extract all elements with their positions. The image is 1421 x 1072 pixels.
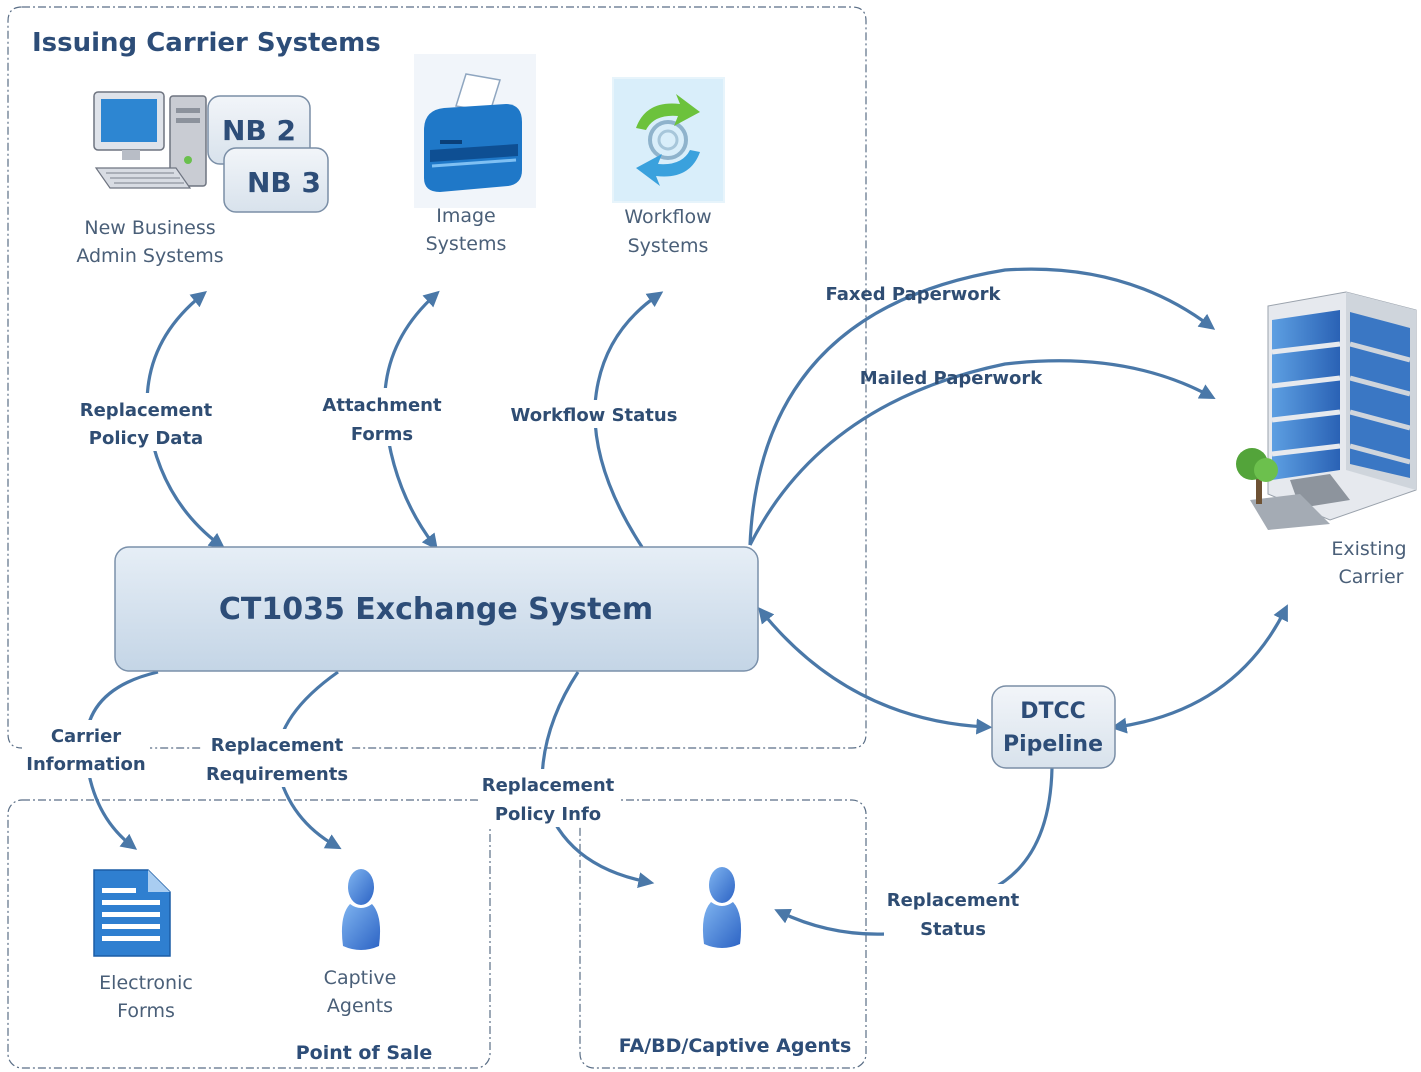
workflow-label-2: Systems	[628, 235, 709, 257]
workflow-label-1: Workflow	[624, 206, 711, 228]
image-label-2: Systems	[426, 233, 507, 255]
replacement-policy-info-label-2: Policy Info	[495, 804, 601, 825]
electronic-forms-label-1: Electronic	[99, 972, 193, 994]
dtcc-pipeline-box: DTCC Pipeline	[991, 685, 1116, 769]
nb3-box: NB 3	[223, 147, 329, 213]
issuing-carrier-region	[7, 6, 867, 749]
workflow-status-label: Workflow Status	[511, 405, 678, 426]
issuing-carrier-title: Issuing Carrier Systems	[32, 28, 381, 58]
dtcc-carrier-arrow	[1110, 604, 1288, 734]
nb2-label: NB 2	[222, 114, 296, 147]
replacement-policy-data-label-1: Replacement	[80, 400, 213, 421]
exchange-system-box: CT1035 Exchange System	[114, 546, 759, 672]
faxed-paperwork-arrow	[748, 267, 1216, 546]
carrier-information-label-1: Carrier	[51, 726, 121, 747]
faxed-paperwork-label: Faxed Paperwork	[825, 284, 1001, 305]
existing-carrier-label-1: Existing	[1331, 538, 1406, 560]
mailed-paperwork-label: Mailed Paperwork	[860, 368, 1043, 389]
point-of-sale-title: Point of Sale	[296, 1042, 433, 1064]
point-of-sale-region	[7, 799, 491, 1069]
carrier-information-label-2: Information	[26, 754, 145, 775]
exchange-system-label: CT1035 Exchange System	[219, 592, 653, 627]
person-icon	[702, 867, 742, 948]
flow-labels: Replacement Policy Data Attachment Forms…	[22, 284, 1043, 942]
fa-bd-captive-title: FA/BD/Captive Agents	[619, 1035, 852, 1057]
attachment-forms-label-1: Attachment	[322, 395, 442, 416]
replacement-policy-info-label-1: Replacement	[482, 775, 615, 796]
electronic-forms-label-2: Forms	[117, 1000, 175, 1022]
fa-bd-captive-region	[579, 799, 867, 1069]
office-building-icon	[1236, 291, 1417, 530]
new-business-label-1: New Business	[84, 217, 215, 239]
document-icon	[93, 869, 171, 957]
attachment-forms-label-2: Forms	[351, 424, 413, 445]
person-icon	[341, 869, 381, 950]
workflow-cycle-icon	[612, 77, 725, 203]
image-label-1: Image	[436, 205, 496, 227]
captive-agents-label-2: Agents	[327, 995, 393, 1017]
captive-agents-label-1: Captive	[324, 967, 397, 989]
replacement-status-label-2: Status	[920, 919, 986, 940]
dtcc-label-1: DTCC	[1020, 699, 1086, 724]
computer-icon	[93, 91, 207, 189]
mailed-paperwork-arrow	[748, 359, 1216, 546]
existing-carrier-label-2: Carrier	[1339, 566, 1404, 588]
nb3-label: NB 3	[247, 166, 321, 199]
replacement-policy-data-label-2: Policy Data	[89, 428, 203, 449]
replacement-status-label-1: Replacement	[887, 890, 1020, 911]
new-business-label-2: Admin Systems	[76, 245, 223, 267]
dtcc-label-2: Pipeline	[1003, 732, 1103, 757]
replacement-requirements-label-1: Replacement	[211, 735, 344, 756]
dtcc-exchange-arrow	[757, 607, 993, 735]
replacement-requirements-label-2: Requirements	[206, 764, 348, 785]
printer-icon	[414, 54, 536, 208]
